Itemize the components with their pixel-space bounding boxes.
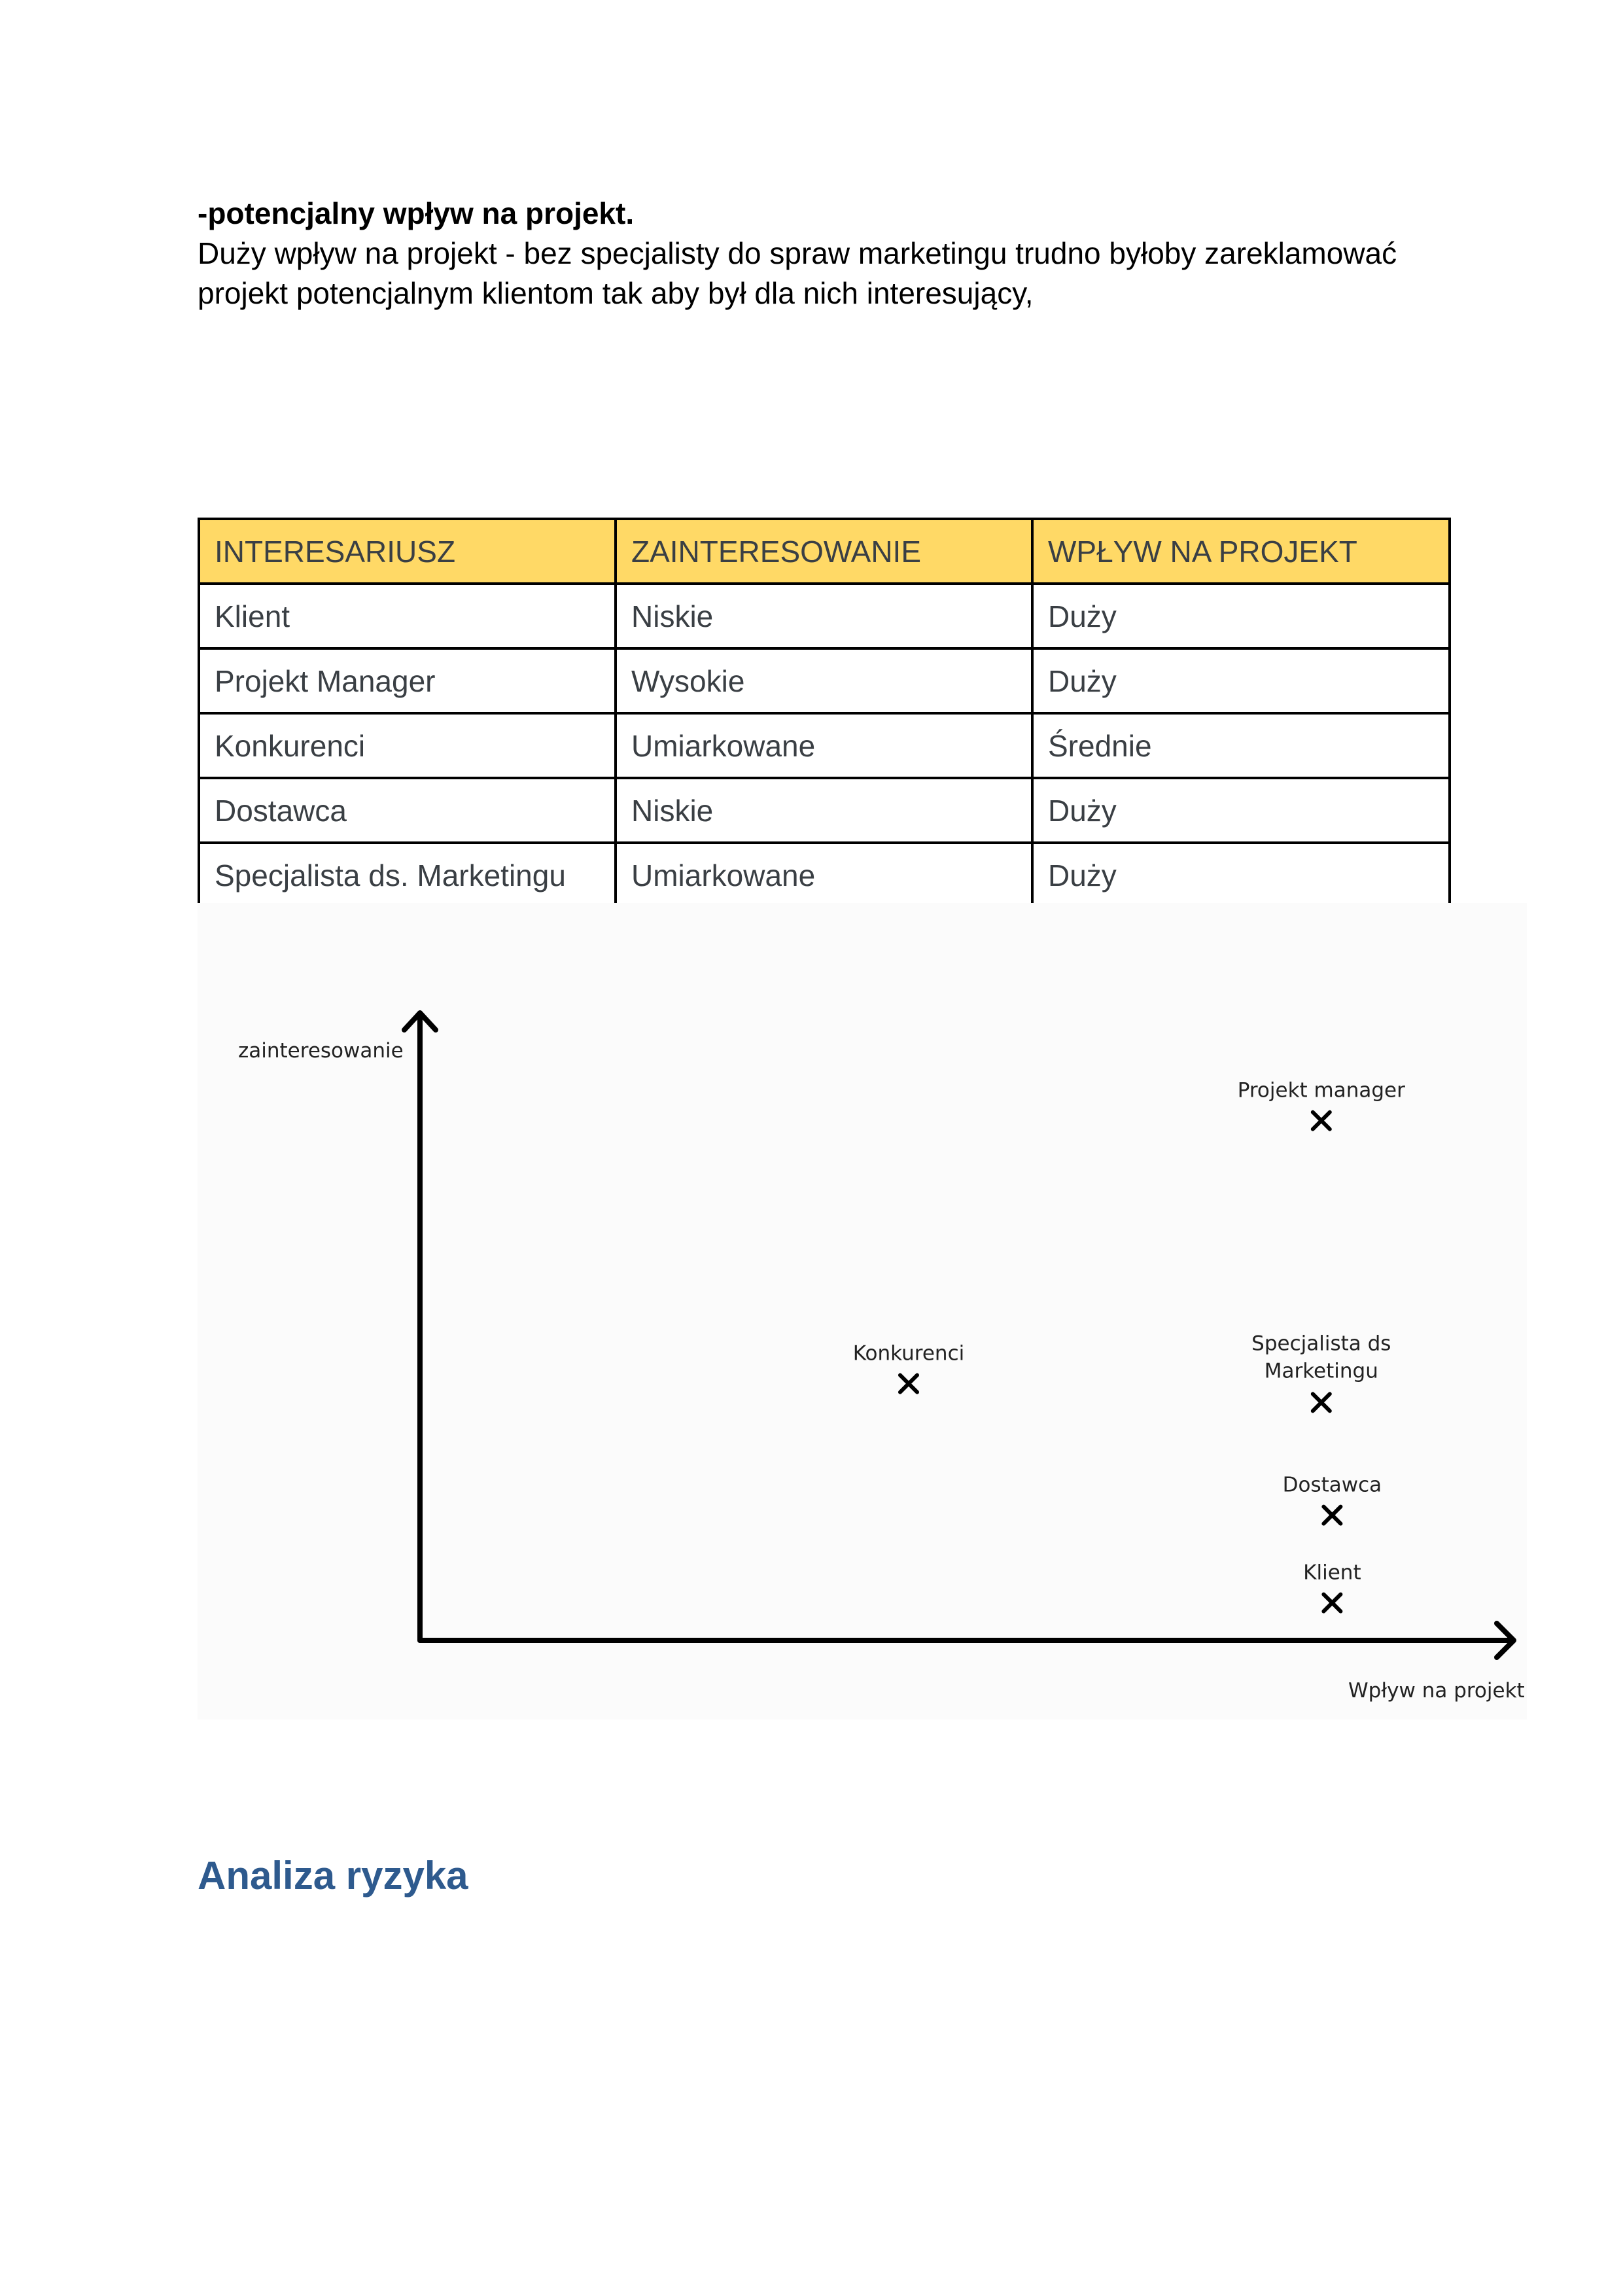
x-axis-arrowhead <box>1494 1621 1516 1660</box>
interest-influence-chart: zainteresowanie Wpływ na projekt Projekt… <box>198 903 1527 1720</box>
data-point: Konkurenci <box>853 1342 965 1394</box>
table-row: Konkurenci Umiarkowane Średnie <box>198 712 1451 779</box>
x-marker-icon <box>898 1373 919 1394</box>
table-row: Specjalista ds. Marketingu Umiarkowane D… <box>198 841 1451 909</box>
table-cell: Klient <box>198 582 617 650</box>
table-header-cell: WPŁYW NA PROJEKT <box>1031 518 1451 585</box>
data-point: Klient <box>1303 1561 1361 1614</box>
y-axis-arrowhead <box>402 1010 438 1033</box>
table-header-row: INTERESARIUSZ ZAINTERESOWANIE WPŁYW NA P… <box>198 518 1451 585</box>
table-cell: Konkurenci <box>198 712 617 779</box>
table-row: Klient Niskie Duży <box>198 582 1451 650</box>
chart-canvas: zainteresowanie Wpływ na projekt Projekt… <box>238 1010 1525 1703</box>
point-label: Klient <box>1303 1561 1361 1585</box>
intro-text: -potencjalny wpływ na projekt. Duży wpły… <box>198 194 1440 313</box>
intro-heading: -potencjalny wpływ na projekt. <box>198 196 635 230</box>
point-label: Projekt manager <box>1238 1079 1405 1103</box>
table-header-cell: ZAINTERESOWANIE <box>614 518 1034 585</box>
y-axis-label: zainteresowanie <box>238 1039 404 1063</box>
table-cell: Duży <box>1031 647 1451 715</box>
point-label: Konkurenci <box>853 1342 965 1366</box>
x-marker-icon <box>1321 1504 1343 1526</box>
x-marker-icon <box>1321 1592 1343 1614</box>
table-cell: Wysokie <box>614 647 1034 715</box>
table-cell: Średnie <box>1031 712 1451 779</box>
table-cell: Umiarkowane <box>614 712 1034 779</box>
table-cell: Umiarkowane <box>614 841 1034 909</box>
point-label: Dostawca <box>1283 1474 1382 1497</box>
table-cell: Dostawca <box>198 777 617 844</box>
table-row: Projekt Manager Wysokie Duży <box>198 647 1451 715</box>
x-marker-icon <box>1310 1392 1332 1413</box>
table-cell: Specjalista ds. Marketingu <box>198 841 617 909</box>
table-header-cell: INTERESARIUSZ <box>198 518 617 585</box>
x-marker-icon <box>1310 1110 1332 1131</box>
section-heading: Analiza ryzyka <box>198 1854 468 1898</box>
table-cell: Projekt Manager <box>198 647 617 715</box>
table-cell: Duży <box>1031 777 1451 844</box>
table-cell: Niskie <box>614 582 1034 650</box>
table-cell: Niskie <box>614 777 1034 844</box>
table-row: Dostawca Niskie Duży <box>198 777 1451 844</box>
data-point: Dostawca <box>1283 1474 1382 1526</box>
intro-paragraph: Duży wpływ na projekt - bez specjalisty … <box>198 236 1397 310</box>
table-cell: Duży <box>1031 582 1451 650</box>
x-axis-label: Wpływ na projekt <box>1348 1679 1525 1703</box>
data-point: Projekt manager <box>1238 1079 1405 1131</box>
table-cell: Duży <box>1031 841 1451 909</box>
stakeholder-table: INTERESARIUSZ ZAINTERESOWANIE WPŁYW NA P… <box>198 518 1451 909</box>
